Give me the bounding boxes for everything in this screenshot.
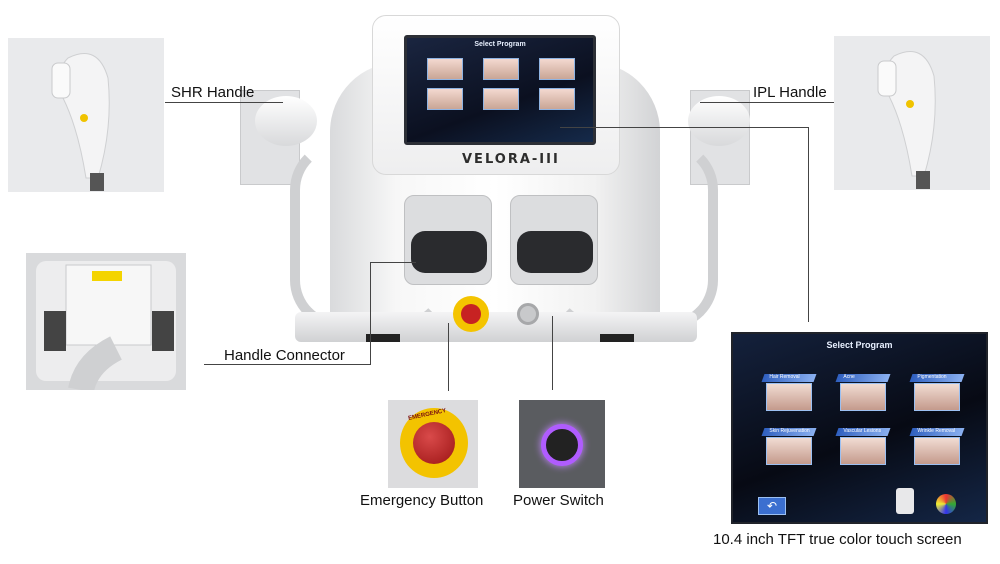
program-tile-tag: Skin Rejuvenation: [761, 428, 817, 436]
program-tile-image: [914, 437, 960, 465]
program-tile-image: [840, 383, 886, 411]
screen-callout-line-v: [808, 127, 809, 322]
ipl-handle-photo: [834, 36, 990, 190]
connector-callout-line: [204, 364, 370, 365]
handle-connector-image: [36, 261, 176, 390]
ipl-callout-line: [700, 102, 834, 103]
program-tile-label: Wrinkle Removal: [917, 428, 956, 434]
power-switch-label: Power Switch: [513, 492, 604, 509]
machine-screen-title: Select Program: [474, 41, 526, 48]
program-tile-label: Skin Rejuvenation: [769, 428, 810, 434]
program-tile-image: [914, 383, 960, 411]
power-ring: [541, 424, 583, 466]
touch-screen-photo: Select Program Hair Removal Acne Pigment…: [731, 332, 988, 524]
machine-screen-tile: [483, 88, 519, 110]
program-tile-tag: Acne: [835, 374, 891, 382]
emergency-button-label: Emergency Button: [360, 492, 484, 509]
program-tile-label: Hair Removal: [769, 374, 800, 380]
machine-foot: [366, 334, 400, 342]
machine-foot: [600, 334, 634, 342]
screen-callout-line: [560, 127, 808, 128]
program-tile-label: Pigmentation: [917, 374, 947, 380]
shr-handle-label: SHR Handle: [171, 84, 255, 101]
back-arrow-icon: ↶: [758, 497, 786, 515]
machine-emergency-button: [453, 296, 489, 332]
program-tile-image: [840, 437, 886, 465]
program-tile-skin-rejuvenation: Skin Rejuvenation: [761, 428, 817, 466]
left-handle: [255, 96, 317, 146]
right-socket: [510, 195, 598, 285]
machine-base: [295, 312, 697, 342]
connector-callout-line-top: [370, 262, 416, 263]
connector-callout-line-v: [370, 262, 371, 365]
emergency-button-photo: EMERGENCY: [388, 400, 478, 488]
program-tile-pigmentation: Pigmentation: [909, 374, 965, 412]
program-tile-tag: Hair Removal: [761, 374, 817, 382]
handle-connector-label: Handle Connector: [224, 347, 345, 364]
power-callout-line: [552, 316, 553, 390]
program-tile-label: Vascular Lesions: [843, 428, 882, 434]
program-tile-tag: Vascular Lesions: [835, 428, 891, 436]
emergency-callout-line: [448, 323, 449, 391]
program-tile-vascular-lesions: Vascular Lesions: [835, 428, 891, 466]
program-tile-acne: Acne: [835, 374, 891, 412]
machine-screen: Select Program: [404, 35, 596, 145]
ipl-handle-label: IPL Handle: [753, 84, 827, 101]
machine-screen-tile: [427, 58, 463, 80]
device-icon: [896, 488, 914, 514]
touch-screen-label: 10.4 inch TFT true color touch screen: [713, 531, 962, 548]
left-socket-opening: [411, 231, 487, 273]
ipl-handle-image: [877, 51, 936, 189]
program-tile-image: [766, 437, 812, 465]
program-tile-image: [766, 383, 812, 411]
machine-power-switch: [517, 303, 539, 325]
program-tile-hair-removal: Hair Removal: [761, 374, 817, 412]
brain-icon: [936, 494, 956, 514]
program-tile-wrinkle-removal: Wrinkle Removal: [909, 428, 965, 466]
emergency-cap: [413, 422, 455, 464]
left-socket: [404, 195, 492, 285]
shr-callout-line: [165, 102, 283, 103]
program-tile-label: Acne: [843, 374, 855, 380]
machine-screen-tile: [427, 88, 463, 110]
right-socket-opening: [517, 231, 593, 273]
touch-screen-title: Select Program: [826, 340, 893, 350]
program-tile-tag: Pigmentation: [909, 374, 965, 382]
handle-connector-photo: [26, 253, 186, 390]
machine-screen-tile: [483, 58, 519, 80]
power-switch-photo: [519, 400, 605, 488]
right-handle: [688, 96, 750, 146]
machine-brand: VELORA-III: [462, 152, 560, 167]
shr-handle-photo: [8, 38, 164, 192]
program-tile-tag: Wrinkle Removal: [909, 428, 965, 436]
machine-screen-tile: [539, 58, 575, 80]
machine-screen-tile: [539, 88, 575, 110]
shr-handle-image: [51, 53, 110, 191]
